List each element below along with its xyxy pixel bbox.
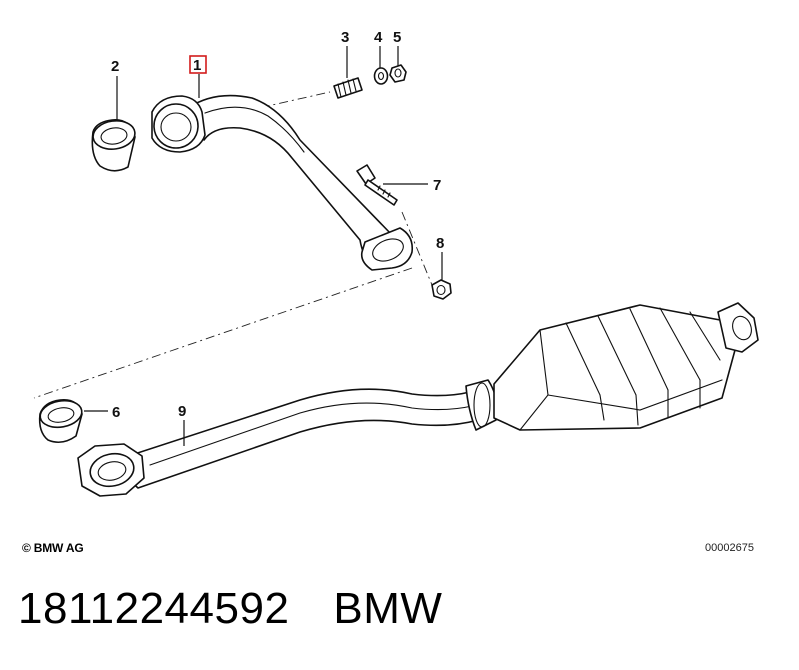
footer-caption: 18112244592 BMW — [18, 584, 442, 634]
callout-8[interactable]: 8 — [436, 235, 444, 252]
callout-4[interactable]: 4 — [374, 29, 383, 46]
exhaust-parts-diagram: 1 2 3 4 5 6 7 8 9 — [33, 29, 759, 497]
part-9-catalytic-converter-pipe[interactable] — [77, 302, 759, 497]
part-number: 18112244592 — [18, 584, 290, 633]
alignment-line-lower — [33, 267, 413, 399]
callout-7[interactable]: 7 — [433, 177, 441, 194]
part-3-spring[interactable] — [333, 77, 363, 99]
brand-name: BMW — [333, 584, 443, 633]
callout-2[interactable]: 2 — [111, 58, 119, 75]
part-1-front-pipe[interactable] — [151, 94, 414, 271]
part-7-bolt[interactable] — [356, 164, 398, 206]
callout-1[interactable]: 1 — [193, 57, 201, 74]
callout-6[interactable]: 6 — [112, 404, 120, 421]
part-2-gasket-ring[interactable] — [91, 118, 136, 172]
part-5-nut[interactable] — [389, 64, 407, 83]
alignment-line-bolt — [401, 211, 433, 286]
callout-3[interactable]: 3 — [341, 29, 349, 46]
part-6-gasket-ring[interactable] — [38, 398, 84, 444]
highlight-box-part-1 — [189, 55, 207, 74]
callout-9[interactable]: 9 — [178, 403, 186, 420]
callout-5[interactable]: 5 — [393, 29, 401, 46]
part-8-nut[interactable] — [431, 279, 452, 300]
copyright-notice: © BMW AG — [22, 541, 84, 555]
part-4-washer[interactable] — [373, 67, 389, 85]
image-code: 00002675 — [705, 542, 754, 554]
